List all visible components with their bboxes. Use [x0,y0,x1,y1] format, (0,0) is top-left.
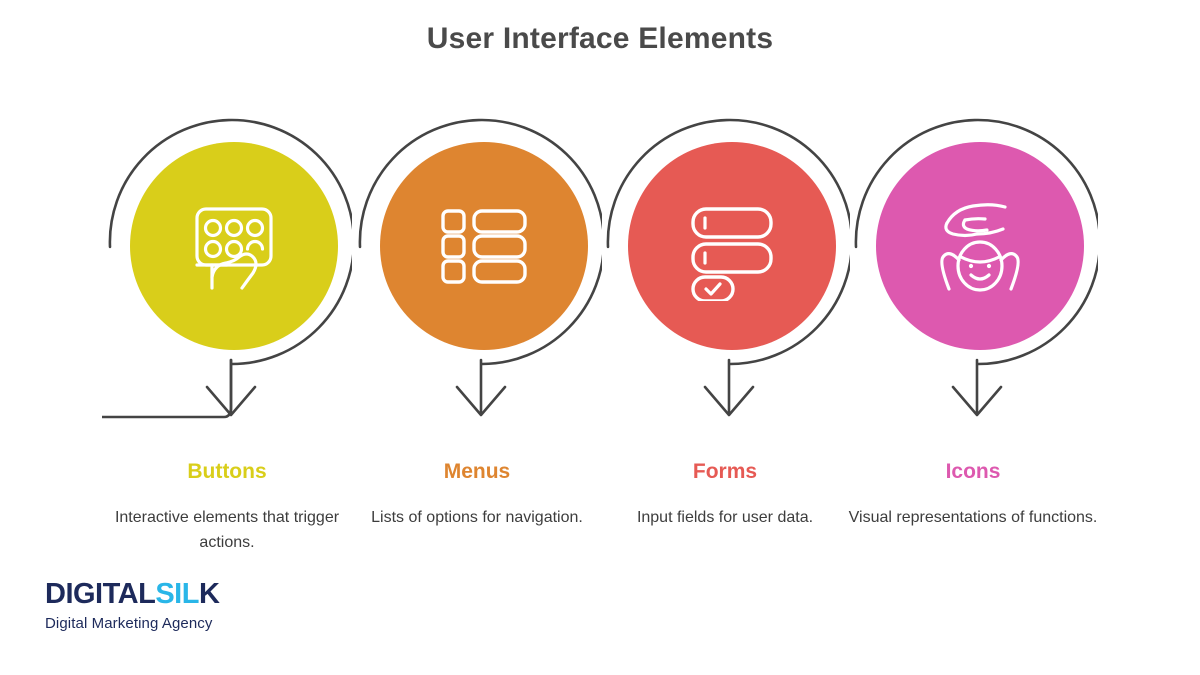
logo-word-sil: SIL [155,578,199,610]
step-circle-menus [380,142,588,350]
step-arc-arrow [600,115,850,435]
step-buttons[interactable]: Buttons Interactive elements that trigge… [102,115,352,615]
form-fields-submit-icon [691,207,773,301]
step-circle-icons [876,142,1084,350]
button-panel-hand-icon [195,207,273,290]
step-forms[interactable]: Forms Input fields for user data. [600,115,850,615]
logo-word-digital: DIGITAL [45,578,156,610]
step-circle-forms [628,142,836,350]
step-arc-arrow [102,115,352,435]
step-circle-buttons [130,142,338,350]
step-menus[interactable]: Menus Lists of options for navigation. [352,115,602,615]
page-title: User Interface Elements [426,22,774,55]
step-label: Menus [443,460,511,483]
step-description: Interactive elements that trigger action… [114,509,340,551]
step-icons[interactable]: Icons Visual representations of function… [848,115,1098,615]
step-arc-arrow [848,115,1098,435]
step-label: Buttons [187,460,267,483]
step-label: Forms [692,460,758,483]
brand-logo[interactable]: DIGITALSILK Digital Marketing Agency [45,580,345,633]
list-menu-icon [441,209,527,284]
logo-word-k: K [198,578,220,610]
step-description: Visual representations of functions. [848,509,1098,526]
logo-wordmark: DIGITALSILK [45,580,345,609]
step-description: Lists of options for navigation. [371,509,583,526]
step-label: Icons [945,460,1001,483]
step-description: Input fields for user data. [636,509,814,526]
step-arc-arrow [352,115,602,435]
hand-over-face-icon [940,203,1020,292]
logo-tagline: Digital Marketing Agency [45,615,213,632]
